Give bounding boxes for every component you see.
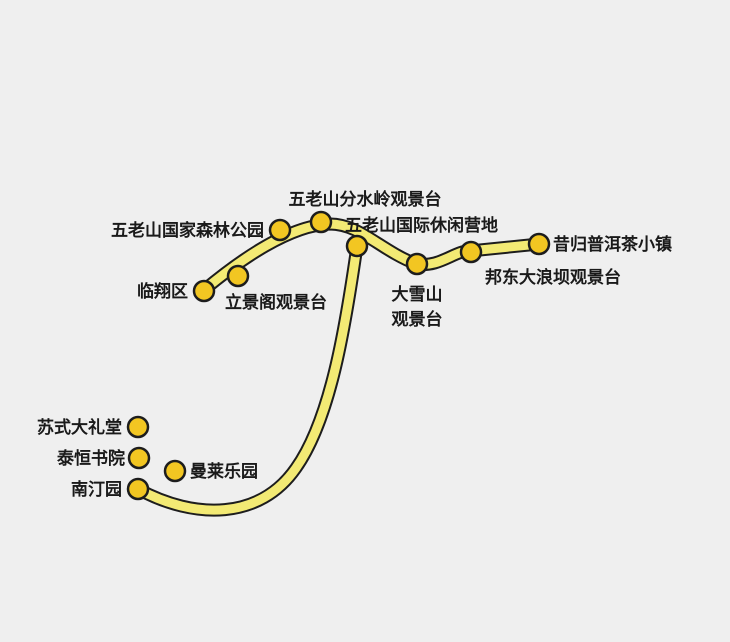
stop-marker-wulaoshan-forest-park[interactable] <box>268 218 292 242</box>
label-wulaoshan-camp: 五老山国际休闲营地 <box>345 215 498 236</box>
stop-marker-nanting[interactable] <box>126 477 150 501</box>
label-daxueshan: 大雪山 <box>392 284 443 305</box>
stop-marker-manlai[interactable] <box>163 459 187 483</box>
label-daxueshan-viewpoint: 观景台 <box>391 309 443 330</box>
stop-marker-daxueshan[interactable] <box>405 252 429 276</box>
stop-marker-taiheng[interactable] <box>127 446 151 470</box>
route-main <box>199 219 544 295</box>
label-lijingge: 立景阁观景台 <box>225 292 327 313</box>
stop-marker-wulaoshan-camp[interactable] <box>345 234 369 258</box>
route-branch <box>133 241 362 515</box>
label-nanting: 南汀园 <box>71 479 122 500</box>
label-wulaoshan-forest-park: 五老山国家森林公园 <box>111 220 264 241</box>
label-manlai: 曼莱乐园 <box>190 462 258 482</box>
label-xigui-tea-town: 昔归普洱茶小镇 <box>553 234 672 255</box>
label-bangdong: 邦东大浪坝观景台 <box>485 267 621 288</box>
stop-marker-xigui-tea-town[interactable] <box>527 232 551 256</box>
stop-marker-bangdong[interactable] <box>459 240 483 264</box>
label-taiheng: 泰恒书院 <box>57 448 125 469</box>
stop-marker-wulaoshan-watershed[interactable] <box>309 210 333 234</box>
stop-marker-sushi-hall[interactable] <box>126 415 150 439</box>
stop-marker-linxiang[interactable] <box>192 279 216 303</box>
label-wulaoshan-watershed: 五老山分水岭观景台 <box>289 189 442 210</box>
label-linxiang: 临翔区 <box>137 281 188 302</box>
stop-marker-lijingge[interactable] <box>226 264 250 288</box>
label-sushi-hall: 苏式大礼堂 <box>37 417 122 438</box>
